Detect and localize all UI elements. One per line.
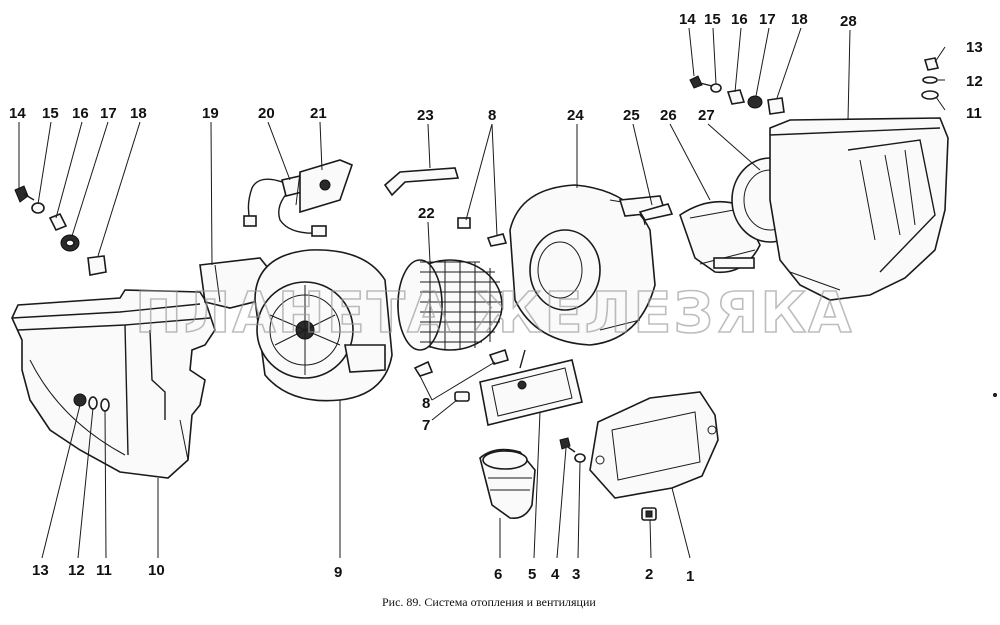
- nut-washer-set-11-13-right: [921, 57, 940, 100]
- clamp-bracket-part-23: [383, 167, 460, 197]
- callout-10: 10: [148, 562, 165, 579]
- callout-12-right: 12: [966, 73, 983, 90]
- callout-18-right: 18: [791, 11, 808, 28]
- plug-part-7: [454, 391, 470, 402]
- wiring-harness-part-20: [243, 175, 327, 237]
- callout-17-left: 17: [100, 105, 117, 122]
- callout-22: 22: [418, 205, 435, 222]
- duct-housing-part-28: [769, 117, 949, 301]
- callout-27: 27: [698, 107, 715, 124]
- callout-11-left: 11: [96, 562, 112, 579]
- figure-caption: Рис. 89. Система отопления и вентиляции: [382, 595, 596, 609]
- fan-impeller-part-22: [397, 259, 503, 351]
- callout-12-left: 12: [68, 562, 85, 579]
- callout-16-left: 16: [72, 105, 89, 122]
- callout-26: 26: [660, 107, 677, 124]
- callout-8-lower: 8: [422, 395, 430, 412]
- callout-21: 21: [310, 105, 327, 122]
- watermark-text: ПЛАНЕТА ЖЕЛЕЗЯКА: [135, 281, 853, 346]
- callout-6: 6: [494, 566, 502, 583]
- callout-28: 28: [840, 13, 857, 30]
- edge-mark: [993, 393, 997, 397]
- clip-part-8-lower: [413, 348, 509, 377]
- callout-23: 23: [417, 107, 434, 124]
- callout-8-upper: 8: [488, 107, 496, 124]
- callout-2: 2: [645, 566, 653, 583]
- fastener-set-14-18-left: [14, 185, 107, 276]
- screw-washer-parts-3-4: [559, 437, 586, 463]
- fastener-set-14-18-right: [689, 75, 785, 115]
- callout-17-right: 17: [759, 11, 776, 28]
- leader-lines: [18, 27, 946, 559]
- clip-part-8-upper: [457, 217, 508, 247]
- callout-24: 24: [567, 107, 584, 124]
- air-nozzle-part-6: [479, 448, 536, 520]
- blower-housing-part-9: [254, 249, 393, 402]
- damper-part-25: [638, 203, 674, 221]
- callout-9: 9: [334, 564, 342, 581]
- callout-1: 1: [686, 568, 694, 585]
- blower-housing-part-24: [509, 184, 667, 346]
- cover-plate-part-5: [479, 349, 583, 426]
- callout-13-right: 13: [966, 39, 983, 56]
- callout-7: 7: [422, 417, 430, 434]
- callout-14-left: 14: [9, 105, 26, 122]
- callout-15-right: 15: [704, 11, 721, 28]
- callout-14-right: 14: [679, 11, 696, 28]
- callout-11-right: 11: [966, 105, 982, 122]
- callout-19: 19: [202, 105, 219, 122]
- callout-20: 20: [258, 105, 275, 122]
- resistor-unit-part-21: [295, 159, 353, 214]
- callout-25: 25: [623, 107, 640, 124]
- callout-13-left: 13: [32, 562, 49, 579]
- callout-18-left: 18: [130, 105, 147, 122]
- callout-15-left: 15: [42, 105, 59, 122]
- callout-3: 3: [572, 566, 580, 583]
- clip-part-2: [641, 507, 657, 521]
- duct-housing-part-10: [11, 289, 216, 479]
- callout-16-right: 16: [731, 11, 748, 28]
- callout-5: 5: [528, 566, 536, 583]
- mounting-frame-part-1: [589, 391, 719, 499]
- callout-labels: 14 15 16 17 18 19 20 21 23 8 22 24 25 26…: [9, 11, 983, 585]
- callout-4: 4: [551, 566, 560, 583]
